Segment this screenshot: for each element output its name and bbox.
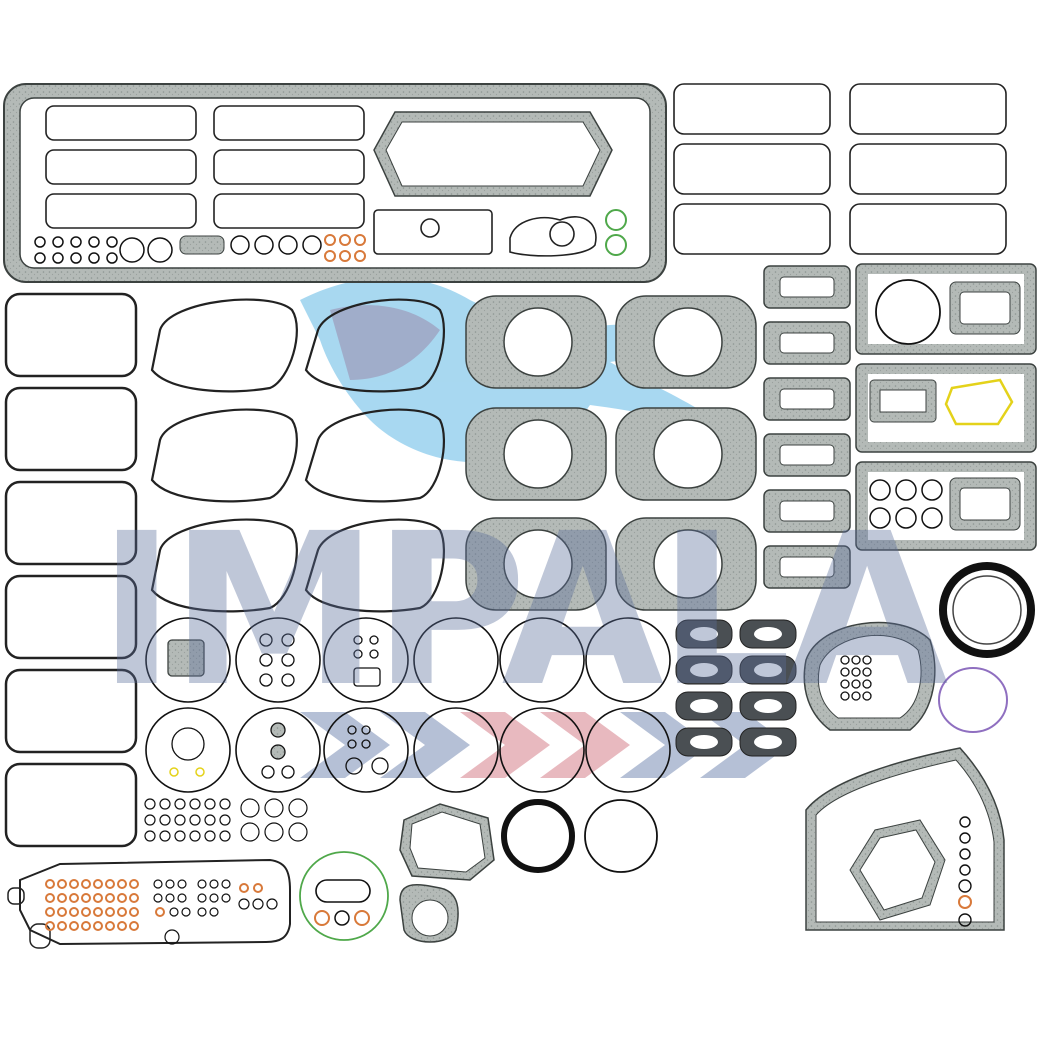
intake-gasket-with-washers (7, 858, 291, 949)
purple-oring (938, 667, 1008, 733)
rocker-cover-gaskets-small (45, 105, 365, 229)
pump-gasket-small (399, 884, 459, 943)
exhaust-manifold-gaskets (763, 265, 851, 589)
oring-circles-grid (145, 617, 671, 793)
crankshaft-seal-inner (952, 575, 1022, 645)
large-oring-bottom (584, 799, 658, 873)
right-gasket-panels (855, 263, 1037, 551)
oring-row-frame (34, 235, 322, 264)
timing-cover-gasket (805, 747, 1005, 931)
valve-cover-gaskets-large (150, 298, 445, 613)
green-ring-kit (299, 851, 389, 941)
oring-inner-details (167, 633, 389, 779)
small-oring-array (144, 798, 308, 842)
yellow-seal (944, 378, 1014, 426)
cylinder-head-gaskets (465, 295, 757, 611)
crankshaft-seal-black (939, 562, 1035, 658)
timing-cover-gasket-small (373, 111, 613, 197)
green-rings-small (605, 209, 627, 256)
cover-gasket-mid (399, 803, 495, 881)
yellow-small-clips (169, 767, 205, 777)
valve-cover-gaskets (673, 83, 1007, 255)
thermostat-gasket (373, 209, 597, 257)
manifold-flange-gaskets (675, 619, 797, 757)
rear-main-seal-black (501, 799, 575, 873)
small-flange-gasket (179, 235, 225, 255)
copper-washers-frame (324, 234, 366, 262)
water-pump-gasket (803, 621, 936, 731)
manifold-flange-holes (690, 627, 782, 749)
rocker-gaskets-left-column (4, 292, 138, 848)
